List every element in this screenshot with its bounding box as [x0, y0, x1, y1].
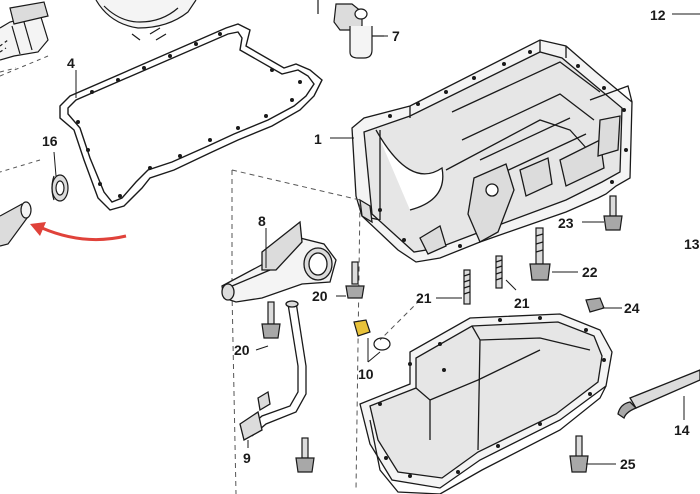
callout-7: 7 [392, 28, 400, 44]
callout-1: 1 [314, 131, 322, 147]
bolt-22 [529, 227, 551, 281]
bolt-23 [603, 195, 623, 231]
lower-oil-pan [359, 313, 613, 494]
part-16-seal [51, 174, 69, 202]
part-1-upper-oil-pan [351, 39, 633, 263]
callout-22: 22 [582, 264, 598, 280]
callout-9: 9 [243, 450, 251, 466]
dashed-guides [0, 55, 49, 173]
bolt-20-lower [261, 301, 281, 339]
part-9-dipstick-tube [239, 300, 307, 441]
leader-lines [53, 13, 700, 465]
engine-fragment-top-left [0, 0, 197, 61]
callout-8: 8 [258, 213, 266, 229]
bolt-25 [569, 435, 589, 473]
part-7-connector [317, 0, 384, 59]
nut-24 [585, 297, 605, 313]
pickup-dashed-frame [231, 169, 421, 494]
callout-4: 4 [67, 55, 75, 71]
callout-20-upper: 20 [312, 288, 328, 304]
bolt-20-upper [345, 261, 365, 299]
callout-24: 24 [624, 300, 640, 316]
bolt-20-bottom [295, 437, 315, 473]
callout-10: 10 [358, 366, 374, 382]
callout-14: 14 [674, 422, 690, 438]
part-14-dipstick [617, 369, 700, 420]
callout-16: 16 [42, 133, 58, 149]
lower-pan-bolt-holes [378, 316, 606, 478]
gasket-bolt-holes [76, 32, 302, 198]
red-direction-arrow [30, 222, 127, 242]
part-8-oil-pickup [221, 220, 337, 303]
part-10-drain-plug [353, 319, 391, 351]
stud-21-right [495, 255, 503, 289]
callout-25: 25 [620, 456, 636, 472]
callout-13: 13 [684, 236, 700, 252]
stud-21-left [463, 269, 471, 305]
upper-pan-bolt-holes [378, 50, 628, 248]
callout-21-left: 21 [416, 290, 432, 306]
callout-21-right: 21 [514, 295, 530, 311]
shaft-left [0, 201, 32, 247]
part-4-gasket [59, 23, 323, 211]
callout-23: 23 [558, 215, 574, 231]
callout-20-lower: 20 [234, 342, 250, 358]
callout-12: 12 [650, 7, 666, 23]
